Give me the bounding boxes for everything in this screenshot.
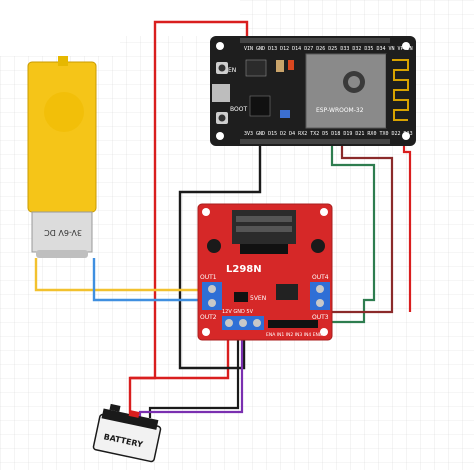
wire-green-in bbox=[292, 142, 376, 324]
wire-purple-battery bbox=[138, 328, 244, 418]
esp32-en-label: EN bbox=[228, 67, 236, 74]
label-out1: OUT1 bbox=[200, 274, 217, 281]
l298n-heatsink bbox=[232, 210, 296, 254]
label-out3: OUT3 bbox=[312, 314, 329, 321]
power-terminal-labels: 12V GND 5V bbox=[222, 309, 254, 315]
wire-red-12v bbox=[130, 328, 230, 380]
terminal-out1-out2 bbox=[202, 282, 222, 310]
label-out2: OUT2 bbox=[200, 314, 217, 321]
esp32-top-header bbox=[240, 38, 390, 43]
esp32-bottom-pin-labels: 3V3 GND D15 D2 D4 RX2 TX2 D5 D18 D19 D21… bbox=[244, 131, 413, 137]
terminal-out3-out4 bbox=[310, 282, 330, 310]
esp32-bottom-header bbox=[240, 139, 390, 144]
esp32-board: VIN GND D13 D12 D14 D27 D26 D25 D33 D32 … bbox=[210, 36, 416, 146]
wire-yellow-motor bbox=[34, 258, 204, 292]
esp32-usb-port bbox=[212, 84, 230, 102]
esp32-module-label: ESP-WROOM-32 bbox=[316, 107, 364, 114]
label-out4: OUT4 bbox=[312, 274, 329, 281]
jumper-label: 5VEN bbox=[250, 295, 266, 302]
wire-red-vin bbox=[128, 20, 249, 418]
antenna-icon bbox=[392, 59, 409, 121]
esp32-top-pin-labels: VIN GND D13 D12 D14 D27 D26 D25 D33 D32 … bbox=[244, 46, 413, 52]
terminal-power bbox=[222, 316, 264, 330]
control-header-labels: ENA IN1 IN2 IN3 IN4 ENB bbox=[266, 332, 322, 338]
esp32-wroom-module: ESP-WROOM-32 bbox=[305, 53, 412, 129]
wire-blue-motor bbox=[92, 258, 204, 302]
l298n-title: L298N bbox=[226, 264, 262, 275]
dc-motor: 3V-6V DC bbox=[27, 56, 97, 258]
battery: BATTERY bbox=[92, 403, 162, 463]
wire-red-ctrl bbox=[402, 142, 412, 312]
control-header bbox=[268, 320, 318, 328]
blank-area-left bbox=[0, 36, 120, 56]
jumper-5ven bbox=[234, 292, 248, 302]
blank-area-top bbox=[0, 0, 240, 36]
esp32-boot-label: BOOT bbox=[230, 106, 247, 113]
wire-black-gnd bbox=[178, 142, 262, 370]
l298n-driver: L298N OUT1 OUT2 OUT3 OUT4 12V GND 5V bbox=[197, 203, 333, 341]
motor-label: 3V-6V DC bbox=[44, 228, 82, 237]
